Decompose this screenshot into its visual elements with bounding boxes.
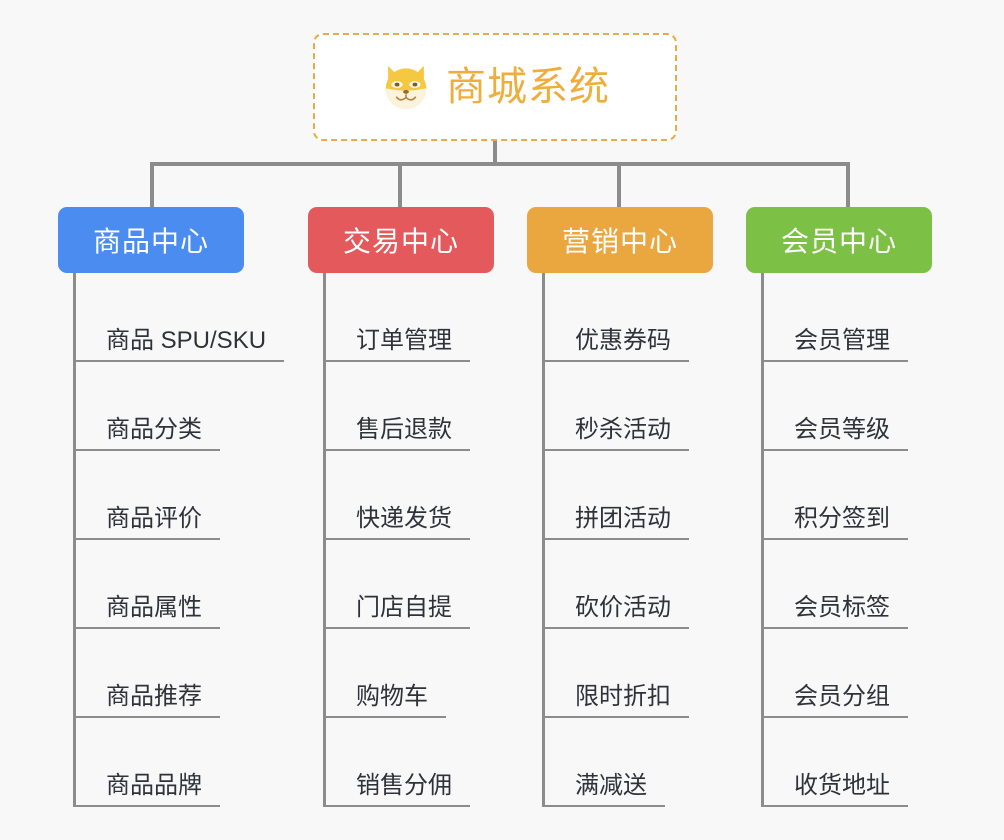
branch-header-2[interactable]: 交易中心	[308, 207, 494, 273]
list-item[interactable]: 拼团活动	[545, 451, 713, 540]
connector-drop-4	[846, 162, 850, 209]
list-item[interactable]: 售后退款	[326, 362, 494, 451]
list-item-label: 订单管理	[326, 327, 470, 362]
list-item[interactable]: 限时折扣	[545, 629, 713, 718]
list-item[interactable]: 会员分组	[764, 629, 932, 718]
list-item-label: 会员标签	[764, 594, 908, 629]
branch-header-label-4: 会员中心	[780, 226, 897, 257]
branch-items-4: 会员管理 会员等级 积分签到 会员标签 会员分组 收货地址	[761, 273, 932, 807]
list-item[interactable]: 商品分类	[76, 362, 244, 451]
list-item[interactable]: 收货地址	[764, 718, 932, 807]
list-item[interactable]: 商品 SPU/SKU	[76, 273, 285, 362]
list-item-label: 商品评价	[76, 505, 220, 540]
list-item-label: 商品品牌	[76, 772, 220, 807]
branch-column-3: 营销中心 优惠券码 秒杀活动 拼团活动 砍价活动 限时折扣 满减送	[527, 207, 713, 807]
list-item-label: 拼团活动	[545, 505, 689, 540]
connector-horizontal-bus	[150, 162, 850, 166]
list-item[interactable]: 满减送	[545, 718, 713, 807]
list-item[interactable]: 会员等级	[764, 362, 932, 451]
list-item-label: 收货地址	[764, 772, 908, 807]
list-item-label: 商品属性	[76, 594, 220, 629]
list-item[interactable]: 砍价活动	[545, 540, 713, 629]
root-node[interactable]: 商城系统	[313, 33, 677, 141]
list-item-label: 砍价活动	[545, 594, 689, 629]
branch-header-4[interactable]: 会员中心	[746, 207, 932, 273]
list-item-label: 购物车	[326, 683, 446, 718]
branch-header-label-1: 商品中心	[92, 226, 209, 257]
connector-drop-1	[150, 162, 154, 209]
list-item[interactable]: 会员管理	[764, 273, 932, 362]
branch-header-3[interactable]: 营销中心	[527, 207, 713, 273]
list-item-label: 优惠券码	[545, 327, 689, 362]
connector-drop-2	[398, 162, 402, 209]
branch-column-4: 会员中心 会员管理 会员等级 积分签到 会员标签 会员分组 收货地址	[746, 207, 932, 807]
branch-header-label-2: 交易中心	[342, 226, 459, 257]
list-item[interactable]: 商品品牌	[76, 718, 244, 807]
dog-face-icon	[385, 65, 427, 109]
list-item[interactable]: 积分签到	[764, 451, 932, 540]
list-item-label: 售后退款	[326, 416, 470, 451]
connector-drop-3	[617, 162, 621, 209]
list-item-label: 会员分组	[764, 683, 908, 718]
branch-items-3: 优惠券码 秒杀活动 拼团活动 砍价活动 限时折扣 满减送	[542, 273, 713, 807]
list-item[interactable]: 快递发货	[326, 451, 494, 540]
branch-items-2: 订单管理 售后退款 快递发货 门店自提 购物车 销售分佣	[323, 273, 494, 807]
list-item-label: 限时折扣	[545, 683, 689, 718]
branch-items-1: 商品 SPU/SKU 商品分类 商品评价 商品属性 商品推荐 商品品牌	[73, 273, 285, 807]
list-item[interactable]: 销售分佣	[326, 718, 494, 807]
list-item-label: 满减送	[545, 772, 665, 807]
list-item[interactable]: 商品评价	[76, 451, 244, 540]
list-item-label: 商品推荐	[76, 683, 220, 718]
list-item[interactable]: 门店自提	[326, 540, 494, 629]
list-item[interactable]: 优惠券码	[545, 273, 713, 362]
list-item[interactable]: 商品属性	[76, 540, 244, 629]
list-item[interactable]: 秒杀活动	[545, 362, 713, 451]
list-item[interactable]: 购物车	[326, 629, 494, 718]
connector-root-stem	[493, 141, 497, 165]
branch-header-label-3: 营销中心	[561, 226, 678, 257]
list-item-label: 商品 SPU/SKU	[76, 327, 285, 362]
list-item-label: 销售分佣	[326, 772, 470, 807]
list-item-label: 秒杀活动	[545, 416, 689, 451]
root-title: 商城系统	[446, 65, 610, 109]
list-item[interactable]: 商品推荐	[76, 629, 244, 718]
branch-column-2: 交易中心 订单管理 售后退款 快递发货 门店自提 购物车 销售分佣	[308, 207, 494, 807]
list-item-label: 门店自提	[326, 594, 470, 629]
branch-column-1: 商品中心 商品 SPU/SKU 商品分类 商品评价 商品属性 商品推荐 商品品牌	[58, 207, 285, 807]
list-item[interactable]: 订单管理	[326, 273, 494, 362]
list-item-label: 会员等级	[764, 416, 908, 451]
list-item-label: 积分签到	[764, 505, 908, 540]
list-item-label: 商品分类	[76, 416, 220, 451]
list-item-label: 会员管理	[764, 327, 908, 362]
branch-header-1[interactable]: 商品中心	[58, 207, 244, 273]
list-item-label: 快递发货	[326, 505, 470, 540]
list-item[interactable]: 会员标签	[764, 540, 932, 629]
